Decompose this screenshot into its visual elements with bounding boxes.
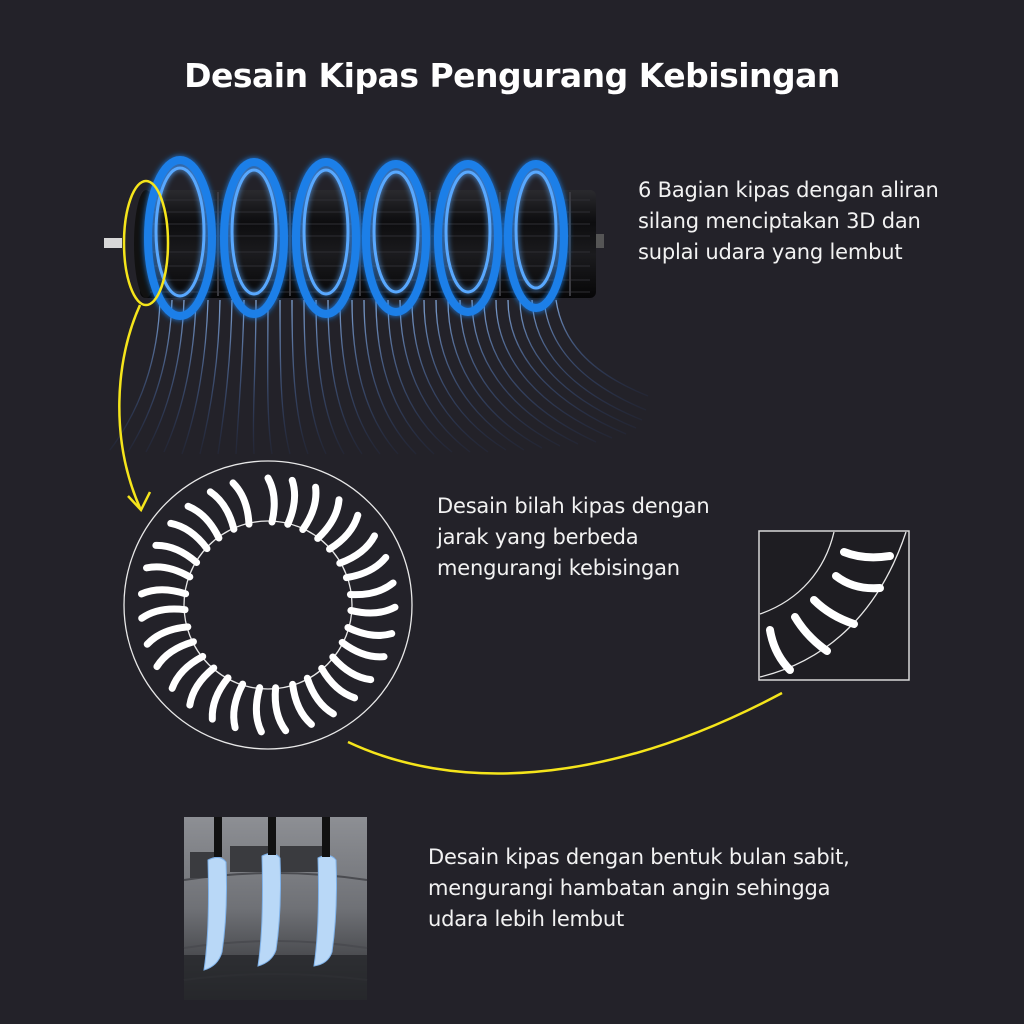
airflow-ring-5 [434, 160, 502, 316]
fan-cross-section [123, 460, 413, 750]
crescent-blade-3 [313, 854, 337, 967]
crescent-blade-1 [203, 856, 227, 971]
feature-caption-cross-flow: 6 Bagian kipas dengan aliran silang menc… [638, 178, 939, 264]
feature-caption-blade-spacing: Desain bilah kipas dengan jarak yang ber… [437, 494, 710, 580]
blade-detail-inset [758, 530, 910, 681]
airflow-rings [144, 156, 568, 320]
fan-shaft-left [104, 238, 122, 248]
feature-caption-crescent-blade: Desain kipas dengan bentuk bulan sabit, … [428, 845, 850, 931]
airflow-lines [109, 299, 649, 455]
connector-line-2 [347, 691, 783, 775]
airflow-ring-6 [504, 160, 568, 312]
page-title: Desain Kipas Pengurang Kebisingan [184, 56, 840, 95]
arrow-head-icon [127, 491, 152, 513]
connector-line-1 [118, 304, 142, 509]
highlight-connector-top [118, 179, 170, 513]
airflow-ring-3 [292, 158, 360, 318]
crescent-blade-2 [257, 852, 281, 967]
airflow-ring-2 [220, 158, 288, 318]
crescent-blade-photo [183, 817, 368, 1000]
airflow-ring-1 [144, 156, 216, 320]
highlight-ellipse [122, 179, 170, 307]
airflow-ring-4 [362, 160, 430, 316]
